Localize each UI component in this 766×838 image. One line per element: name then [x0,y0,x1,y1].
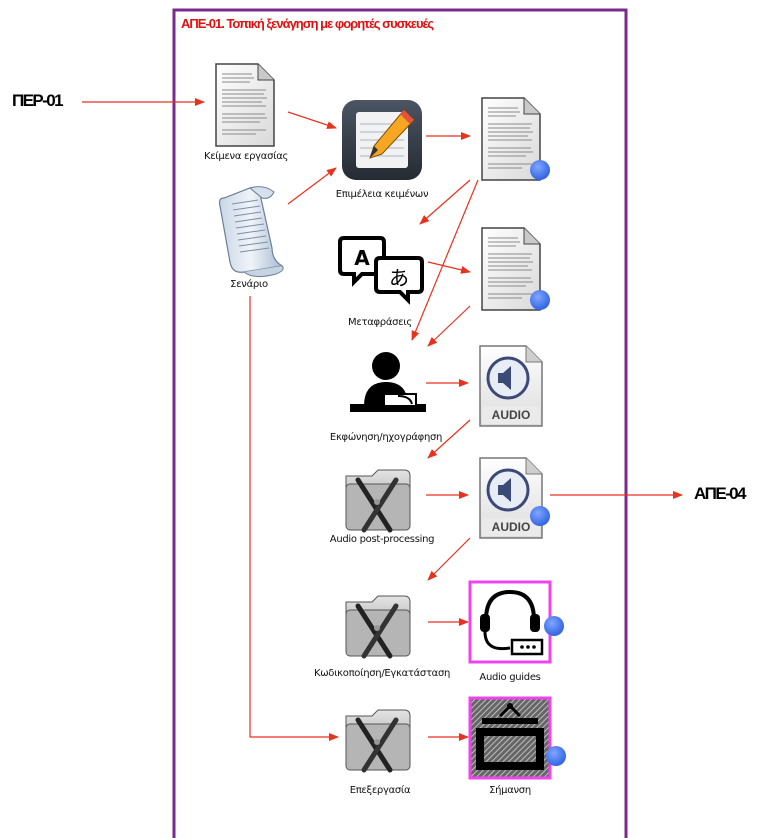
signage-icon [468,696,566,780]
status-badge [530,506,550,526]
arrow-doc1-to-narration [411,179,479,341]
panel-title: ΑΠΕ-01. Τοπική ξενάγηση με φορητές συσκε… [181,16,434,31]
work-texts-document-icon [215,63,275,147]
status-badge [544,616,564,636]
input-reference-label: ΠΕΡ-01 [12,91,64,110]
status-badge [546,746,566,766]
processed-audio-file-icon: AUDIO [478,456,550,540]
node-label-signage: Σήμανση [489,785,531,796]
arrow-audio1-to-post [427,419,471,459]
node-label-translations: Μεταφράσεις [348,317,412,328]
audio-guide-icon [468,580,564,664]
panel-frame [172,8,628,838]
flow-arrows [82,98,683,741]
svg-text:AUDIO: AUDIO [492,520,531,534]
node-label-audio-guides: Audio guides [479,672,541,683]
node-label-text-editing: Επιμέλεια κειμένων [335,189,429,200]
output-reference-label: ΑΠΕ-04 [694,484,746,503]
node-label-encoding: Κωδικοποίηση/Εγκατάσταση [313,668,451,679]
arrow-audio2-to-encoding [427,537,471,581]
svg-text:A: A [354,246,370,270]
arrow-doc2-to-narration [427,305,471,347]
arrow-script-to-editing [287,167,337,205]
translated-texts-document-icon [481,227,550,311]
node-label-narration: Εκφώνηση/ηχογράφηση [329,432,443,443]
arrow-doc1-to-translations [419,179,471,225]
narrator-icon [350,352,426,412]
encoding-installation-folder-icon [346,596,410,656]
node-label-script: Σενάριο [230,279,268,290]
translate-icon: A あ [338,236,424,305]
processing-folder-icon [346,710,410,770]
status-badge [530,290,550,310]
svg-text:AUDIO: AUDIO [492,408,531,422]
arrow-script-to-processing [249,296,339,741]
audio-file-icon: AUDIO [478,344,544,428]
svg-text:あ: あ [389,266,409,290]
notepad-pencil-icon [342,100,422,180]
status-badge [530,160,550,180]
script-scroll-icon [218,186,284,278]
audio-post-processing-folder-icon [346,470,410,530]
node-label-work-texts: Κείμενα εργασίας [203,151,289,162]
node-label-audio-post: Audio post-processing [329,534,435,545]
node-label-processing: Επεξεργασία [349,785,411,796]
arrow-texts-to-editing [287,111,337,129]
edited-texts-document-icon [481,97,550,181]
arrow-translations-to-doc2 [427,261,471,274]
